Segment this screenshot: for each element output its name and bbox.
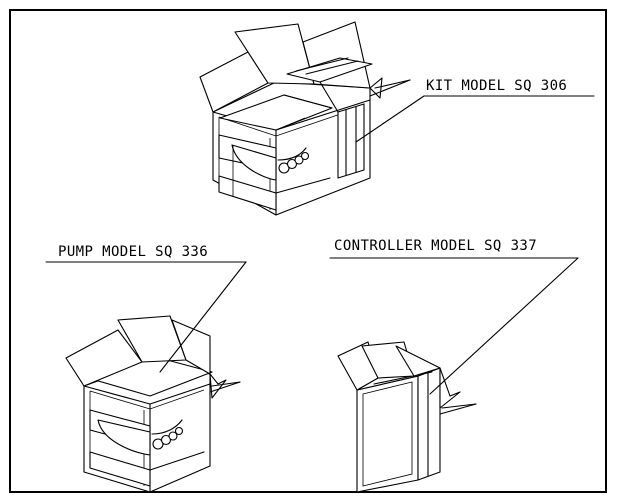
pump-flap-right (209, 373, 227, 399)
pump-flap-back (117, 315, 187, 363)
pump-package (65, 315, 227, 493)
kit-callout: KIT MODEL SQ 306 (355, 78, 595, 143)
kit-pump-bowl (231, 144, 277, 181)
pump-bowl (97, 419, 151, 456)
controller-callout: CONTROLLER MODEL SQ 337 (329, 238, 579, 415)
pump-flap-back-right (171, 319, 211, 375)
kit-flap-back (234, 23, 315, 85)
controller-flap-back-right (395, 345, 441, 377)
pump-flap-left (65, 329, 143, 387)
pump-lower-tray (89, 451, 151, 487)
drawing-frame (9, 9, 607, 493)
kit-controller-box (337, 103, 365, 179)
controller-package (337, 341, 461, 493)
controller-model-label: CONTROLLER MODEL SQ 337 (334, 238, 537, 254)
pump-callout: PUMP MODEL SQ 336 (45, 244, 247, 393)
kit-model-label: KIT MODEL SQ 306 (426, 78, 567, 94)
controller-box-side (417, 367, 441, 481)
kit-package (199, 21, 383, 216)
pump-model-label: PUMP MODEL SQ 336 (58, 244, 208, 260)
controller-flap-right (439, 367, 461, 409)
kit-controller-top (286, 57, 373, 83)
